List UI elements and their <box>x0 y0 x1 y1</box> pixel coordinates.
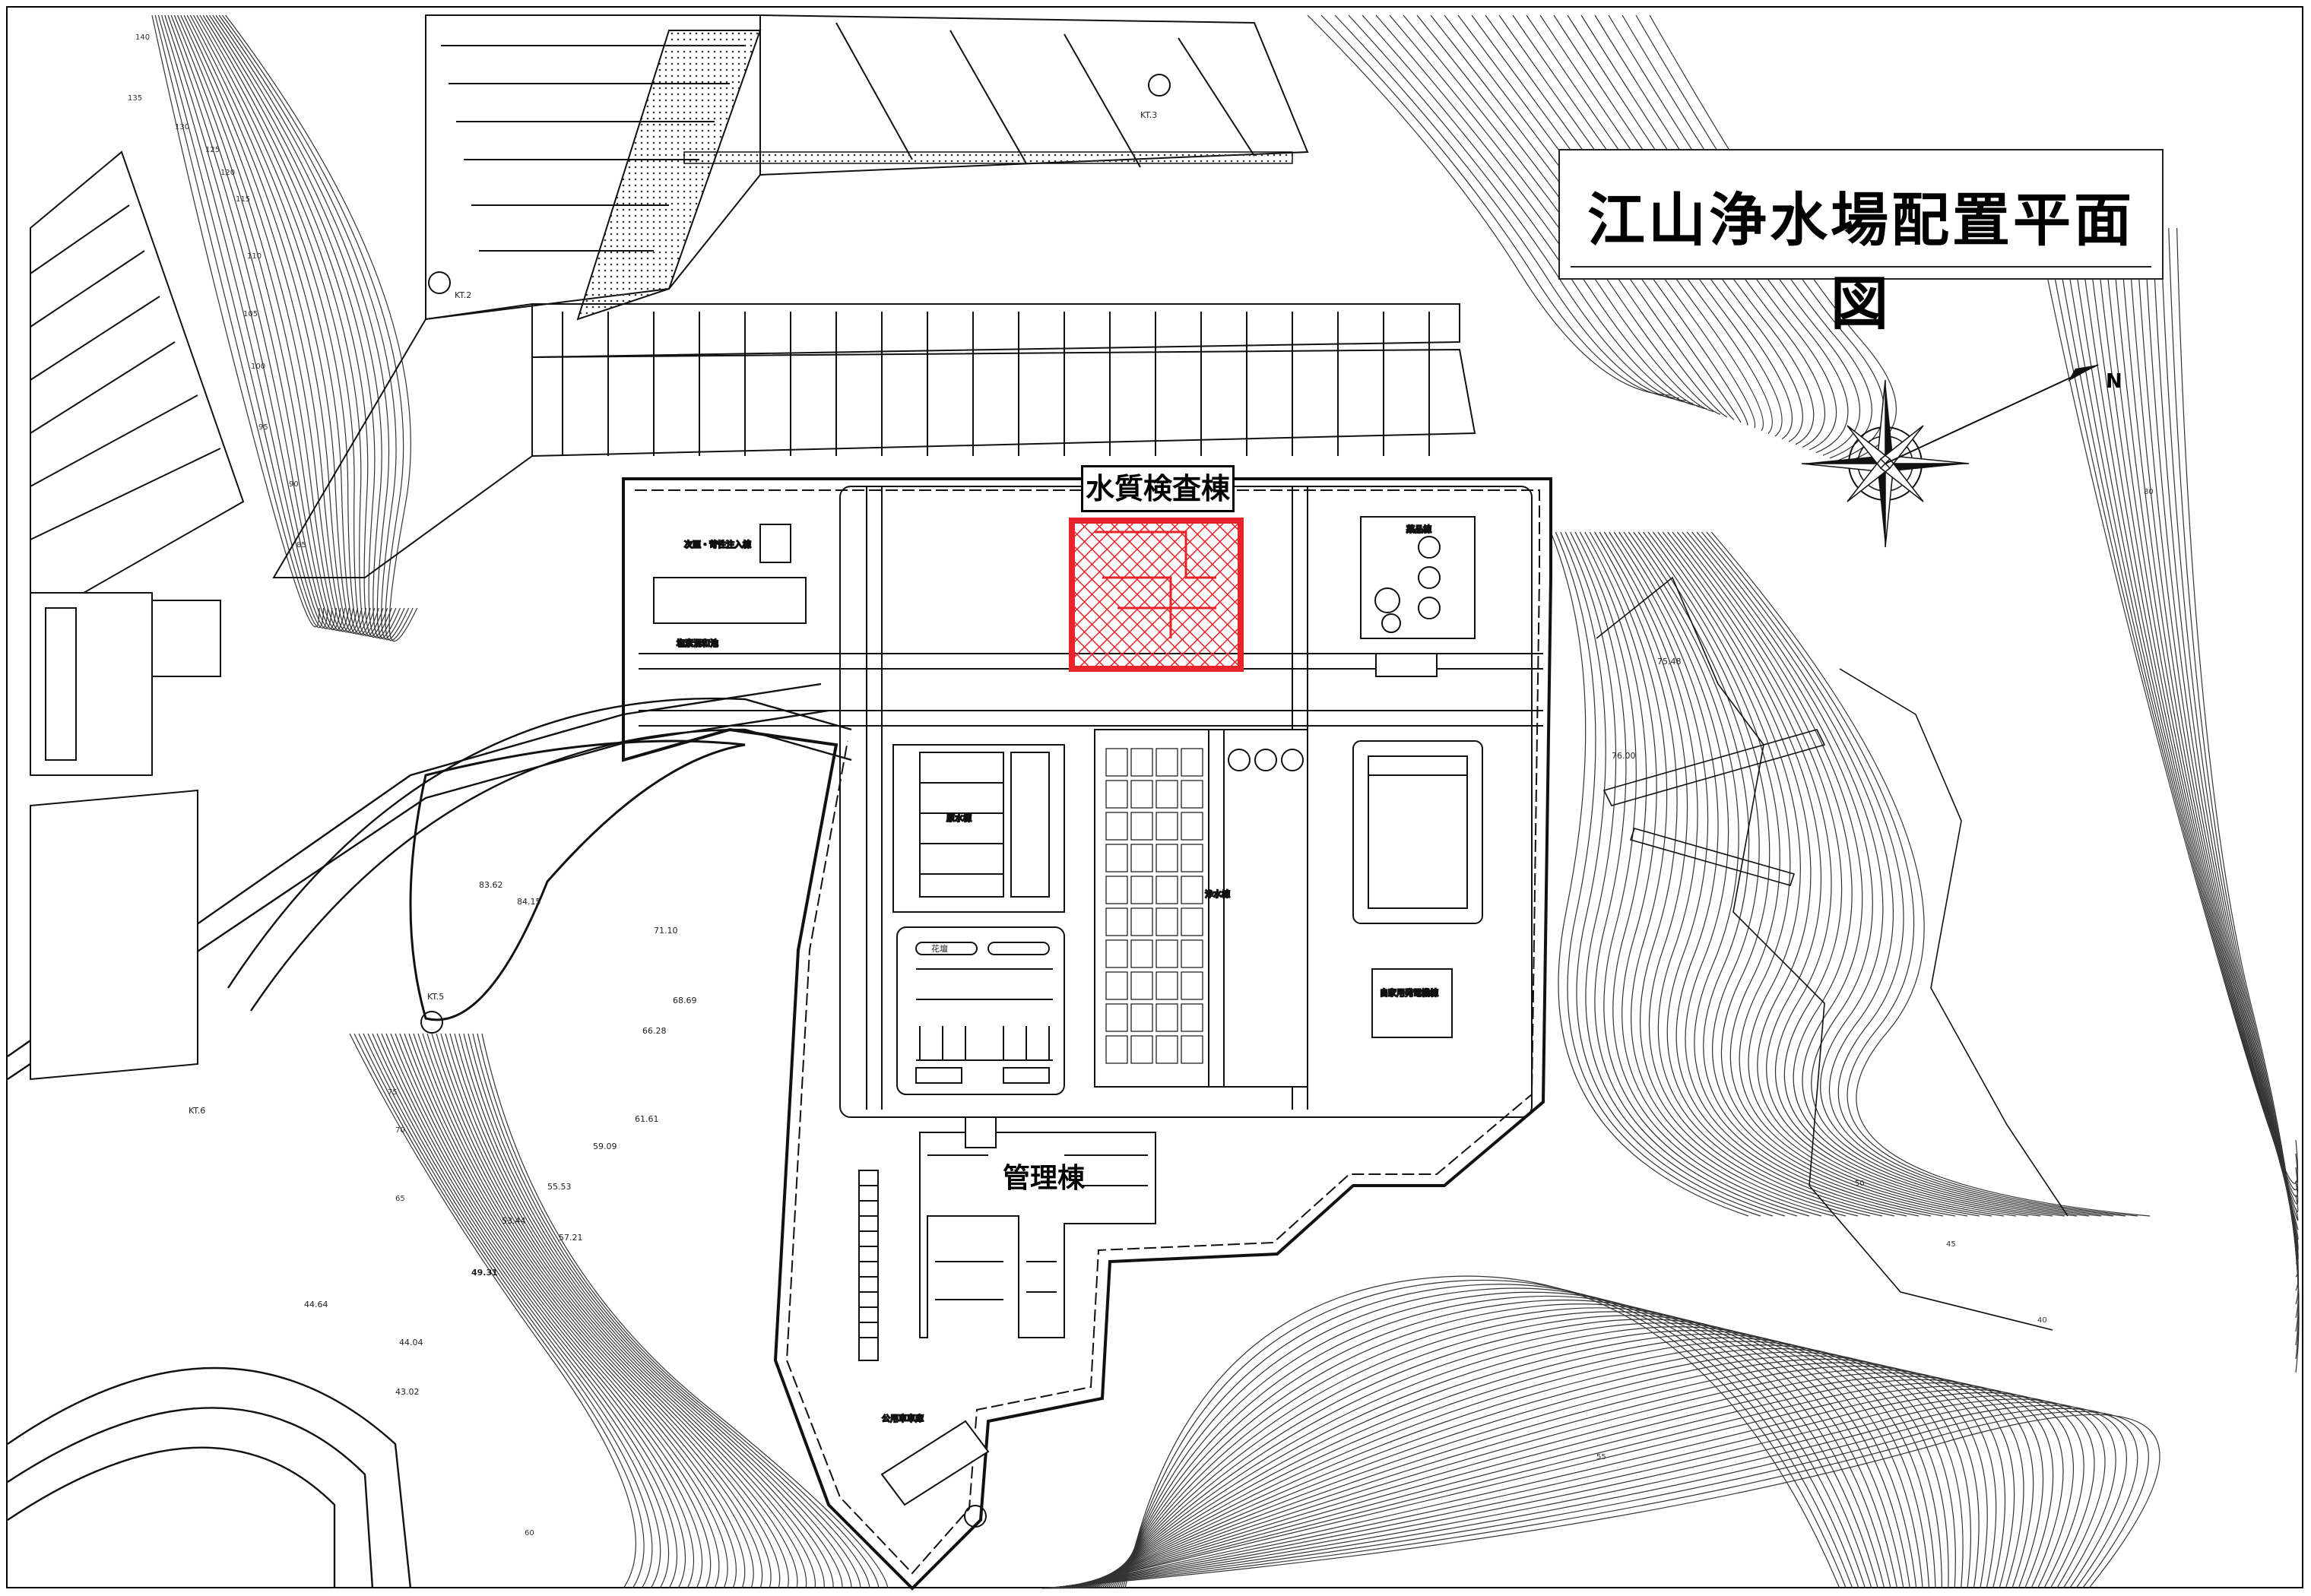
site-boundary-wall <box>622 477 1552 1591</box>
svg-text:塩素混和池: 塩素混和池 <box>677 638 718 648</box>
svg-text:自家用発電機棟: 自家用発電機棟 <box>1380 987 1438 998</box>
drawing-border <box>6 6 2303 1588</box>
svg-text:57.21: 57.21 <box>559 1233 583 1243</box>
svg-text:68.69: 68.69 <box>673 996 697 1005</box>
garage-building: 公用車車庫 <box>880 1412 990 1506</box>
admin-building-callout: 管理棟 <box>1002 1163 1085 1194</box>
svg-text:KT.3: KT.3 <box>1140 110 1157 120</box>
stone-revetment <box>576 30 762 321</box>
eastern-hillside <box>1596 576 2068 1331</box>
elevation-labels: 84.15 83.62 71.10 68.69 66.28 61.61 59.0… <box>304 657 1682 1397</box>
generator-building: 自家用発電機棟 <box>1371 968 1453 1038</box>
svg-text:140: 140 <box>135 33 150 42</box>
svg-text:135: 135 <box>128 94 142 103</box>
svg-text:75.48: 75.48 <box>1657 657 1682 667</box>
raw-water-building: 原水棟 <box>892 744 1065 913</box>
site-fence <box>635 489 1540 1575</box>
water-quality-lab-callout: 水質検査棟 <box>1081 465 1235 512</box>
access-road <box>7 682 852 1589</box>
kt-markers: KT.2 KT.3 KT.5 KT.6 <box>189 74 1171 1528</box>
contour-lines <box>151 14 2300 1589</box>
svg-text:55.53: 55.53 <box>547 1182 572 1192</box>
svg-text:55: 55 <box>1596 1453 1606 1461</box>
svg-text:KT.6: KT.6 <box>189 1106 205 1116</box>
sedimentation-tank <box>1352 740 1483 924</box>
svg-text:40: 40 <box>2037 1316 2047 1325</box>
svg-text:110: 110 <box>247 252 262 261</box>
svg-text:KT.2: KT.2 <box>455 290 471 300</box>
svg-text:70: 70 <box>395 1126 405 1135</box>
svg-text:45: 45 <box>1946 1240 1956 1249</box>
drawing-title: 江山浄水場配置平面図 <box>1587 186 2135 337</box>
svg-text:125: 125 <box>205 146 220 154</box>
drainage-channel <box>683 151 1293 164</box>
chemical-building: 薬品棟 <box>1360 516 1476 677</box>
svg-text:100: 100 <box>251 363 265 371</box>
svg-text:120: 120 <box>220 169 235 177</box>
injection-building: 次亜・苛性注入棟 塩素混和池 <box>653 524 807 649</box>
svg-text:84.15: 84.15 <box>517 897 541 907</box>
svg-text:次亜・苛性注入棟: 次亜・苛性注入棟 <box>684 539 751 549</box>
svg-text:71.10: 71.10 <box>654 926 678 936</box>
svg-text:85: 85 <box>296 541 306 549</box>
svg-text:83.62: 83.62 <box>479 880 503 890</box>
north-arrow: N <box>1801 364 2122 548</box>
svg-text:44.64: 44.64 <box>304 1300 328 1309</box>
svg-text:75: 75 <box>388 1088 398 1097</box>
svg-text:浄水棟: 浄水棟 <box>1205 888 1230 899</box>
svg-text:65: 65 <box>395 1195 405 1203</box>
svg-text:薬品棟: 薬品棟 <box>1406 524 1431 534</box>
svg-text:105: 105 <box>243 310 258 318</box>
svg-text:原水棟: 原水棟 <box>946 812 972 823</box>
svg-text:95: 95 <box>258 423 268 432</box>
svg-text:KT.5: KT.5 <box>427 992 444 1002</box>
svg-text:60: 60 <box>525 1529 534 1537</box>
svg-text:50: 50 <box>1855 1180 1865 1188</box>
building-name-labels: 花壇 <box>931 943 948 954</box>
svg-text:53.44: 53.44 <box>502 1216 526 1226</box>
purification-building: 浄水棟 <box>1094 729 1308 1088</box>
svg-text:59.09: 59.09 <box>593 1142 617 1151</box>
contour-value-labels: 140 135 130 125 120 115 110 105 100 95 9… <box>128 33 2154 1537</box>
parking-area <box>896 926 1065 1095</box>
svg-text:49.31: 49.31 <box>471 1268 498 1278</box>
north-label: N <box>2106 370 2122 393</box>
water-quality-lab-building <box>1069 518 1244 672</box>
svg-text:130: 130 <box>175 123 189 131</box>
reservoir-pond <box>409 739 746 1021</box>
svg-text:43.02: 43.02 <box>395 1387 420 1397</box>
west-facilities <box>30 592 221 1081</box>
admin-building <box>858 1116 1156 1361</box>
svg-text:61.61: 61.61 <box>635 1114 659 1124</box>
svg-text:76.00: 76.00 <box>1612 751 1636 761</box>
svg-text:66.28: 66.28 <box>642 1026 667 1036</box>
svg-text:80: 80 <box>2144 488 2154 496</box>
svg-text:44.04: 44.04 <box>399 1338 423 1347</box>
svg-text:115: 115 <box>236 195 250 204</box>
svg-text:花壇: 花壇 <box>931 943 948 954</box>
title-underline <box>1571 160 2151 268</box>
terraced-slopes <box>30 14 1476 625</box>
svg-text:公用車車庫: 公用車車庫 <box>882 1413 924 1423</box>
svg-text:90: 90 <box>289 480 299 489</box>
drawing-title-block: 江山浄水場配置平面図 <box>1558 149 2164 337</box>
